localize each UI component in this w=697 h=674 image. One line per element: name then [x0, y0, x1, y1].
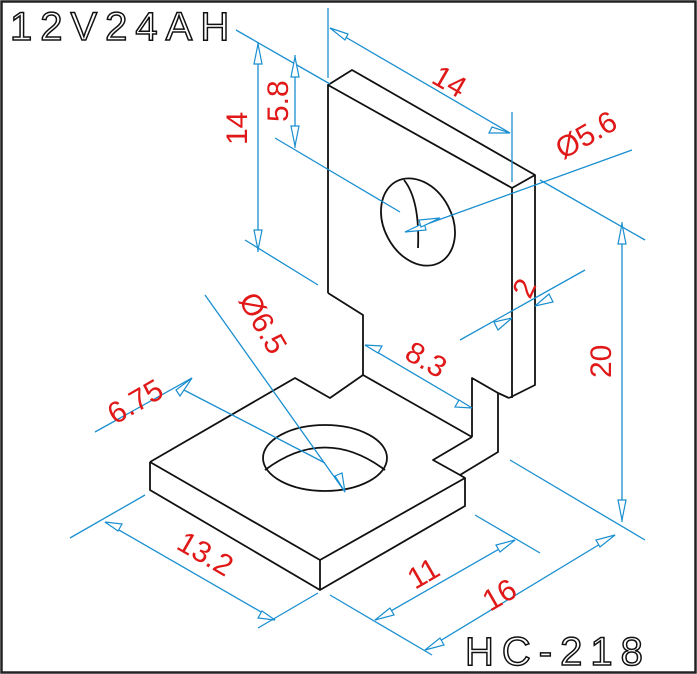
dimension-lines: [69, 8, 646, 656]
dim-top-width: 14: [427, 59, 472, 104]
dim-base-depth: 16: [477, 573, 522, 618]
dim-hole-offset: 5.8: [262, 80, 295, 122]
dim-plate-height: 14: [221, 112, 254, 145]
upright-plate: [327, 69, 536, 476]
model-title: 12V24AH: [10, 5, 237, 49]
large-hole: [262, 424, 388, 492]
part-number: HC-218: [465, 630, 651, 674]
dim-hole-large-dia: Ø6.5: [232, 287, 293, 360]
arrowheads: [104, 27, 627, 651]
base-plate: [149, 374, 466, 591]
small-hole: [380, 177, 456, 267]
dim-base-length: 13.2: [172, 525, 239, 583]
dim-notch-width: 8.3: [400, 335, 453, 384]
dim-base-depth-inner: 11: [402, 552, 445, 596]
dim-total-height: 20: [585, 345, 618, 378]
